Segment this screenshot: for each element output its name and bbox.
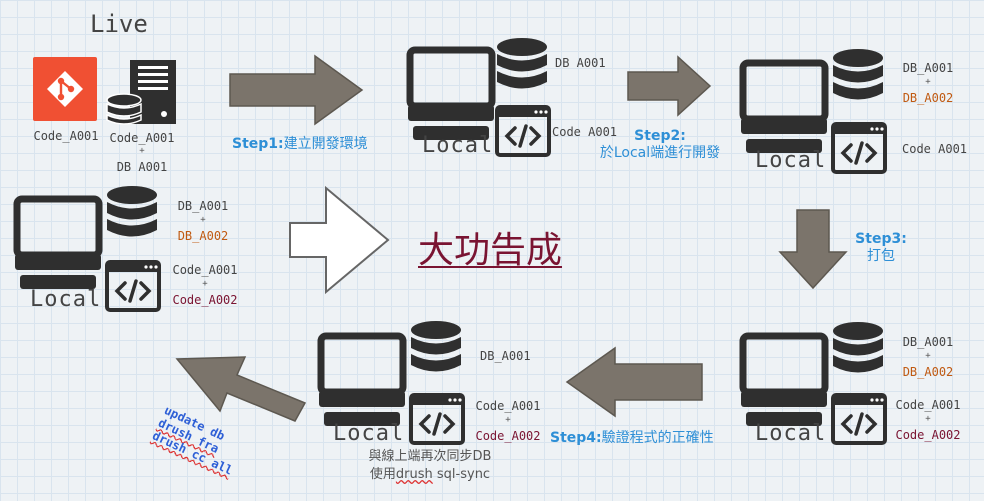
final-db2-label: DB_A002 <box>177 229 229 243</box>
stage4-local-label: Local <box>333 421 405 446</box>
arrow-right-icon <box>627 55 712 117</box>
stage2-code-label: Code A001 <box>902 142 968 156</box>
arrow-left-icon <box>565 346 703 418</box>
stage3-code2-label: Code_A002 <box>895 428 961 442</box>
computer-icon <box>740 333 830 428</box>
stage2-db2-label: DB_A002 <box>902 91 954 105</box>
arrow-up-left-icon <box>175 356 307 422</box>
database-icon <box>107 186 157 237</box>
database-icon <box>497 38 547 89</box>
live-server-label-2: DB A001 <box>116 160 168 174</box>
stage4-plus: + <box>505 415 511 425</box>
stage2-plus: + <box>925 77 931 87</box>
step4-label: Step4:驗證程式的正確性 <box>550 430 714 446</box>
git-logo-icon <box>33 57 97 121</box>
live-server-plus: + <box>139 146 145 156</box>
stage4-code2-label: Code_A002 <box>475 429 541 443</box>
code-window-icon <box>831 393 887 445</box>
step2-label: Step2:於Local端進行開發 <box>599 128 721 161</box>
stage4-db-label: DB_A001 <box>480 349 531 363</box>
stage1-db-label: DB A001 <box>555 56 606 70</box>
stage3-plus: + <box>925 351 931 361</box>
stage2-db1-label: DB_A001 <box>902 61 954 75</box>
stage3-code1-label: Code_A001 <box>895 398 961 412</box>
arrow-down-icon <box>778 209 848 290</box>
code-window-icon <box>831 122 887 174</box>
completion-title: 大功告成 <box>418 230 563 271</box>
final-db1-label: DB_A001 <box>177 199 229 213</box>
database-icon <box>833 49 883 100</box>
stage1-local-label: Local <box>422 133 494 158</box>
computer-icon <box>407 47 497 142</box>
final-plus: + <box>200 215 206 225</box>
stage3-db1-label: DB_A001 <box>902 335 954 349</box>
code-window-icon <box>105 260 161 312</box>
step3-label: Step3:打包 <box>855 231 907 264</box>
live-title: Live <box>90 10 148 38</box>
database-icon <box>833 322 883 373</box>
live-code-label: Code_A001 <box>33 129 99 143</box>
server-db-icon <box>106 60 176 125</box>
live-server-label-1: Code_A001 <box>109 131 175 145</box>
stage2-local-label: Local <box>755 148 827 173</box>
database-icon <box>411 321 461 372</box>
stage4-code1-label: Code_A001 <box>475 399 541 413</box>
stage1-code-label: Code A001 <box>552 125 618 139</box>
final-local-label: Local <box>30 287 102 312</box>
stage3-plus-2: + <box>925 414 931 424</box>
final-code2-label: Code_A002 <box>172 293 238 307</box>
stage3-local-label: Local <box>755 421 827 446</box>
computer-icon <box>14 196 104 291</box>
code-window-icon <box>409 393 465 445</box>
step1-label: Step1:建立開發環境 <box>232 136 368 152</box>
final-code1-label: Code_A001 <box>172 263 238 277</box>
computer-icon <box>740 60 830 155</box>
sync-note: 與線上端再次同步DB 使用drush sql-sync <box>368 449 492 482</box>
final-plus-2: + <box>202 279 208 289</box>
code-window-icon <box>495 105 551 157</box>
stage3-db2-label: DB_A002 <box>902 365 954 379</box>
computer-icon <box>318 333 408 428</box>
hollow-arrow-right-icon <box>289 185 390 295</box>
arrow-right-icon <box>229 55 363 125</box>
